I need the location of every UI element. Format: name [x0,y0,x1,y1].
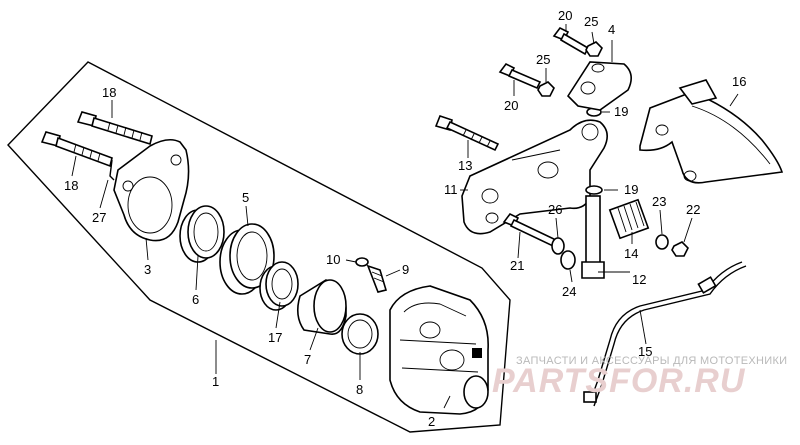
callout-3: 3 [144,262,151,277]
callout-18-lower: 18 [64,178,78,193]
watermark-tagline: ЗАПЧАСТИ И АКСЕССУАРЫ ДЛЯ МОТОТЕХНИКИ [516,355,787,367]
callout-14: 14 [624,246,638,261]
callout-20-top: 20 [558,8,572,23]
watermark-brand: PARTSFOR.RU [492,362,746,400]
part-15-brake-line [583,261,747,407]
part-11-bracket [461,119,608,235]
callout-19-upper: 19 [614,104,628,119]
callout-25-left: 25 [536,52,550,67]
part-4-bracket [566,61,632,111]
callout-10: 10 [326,252,340,267]
part-24-washer [560,250,576,270]
part-6-retainer [179,205,225,263]
watermark: ЗАПЧАСТИ И АКСЕССУАРЫ ДЛЯ МОТОТЕХНИКИ PA… [492,355,787,400]
callout-13: 13 [458,158,472,173]
callout-20-left: 20 [504,98,518,113]
part-19-washer-lower [585,185,603,195]
part-8-seal [341,313,379,355]
part-12-pin [581,195,605,279]
part-13-bolt [434,115,500,152]
callout-19-lower: 19 [624,182,638,197]
part-9-bleeder [366,264,388,293]
part-21-bolt [502,212,558,248]
part-18-bolt-upper [76,111,153,146]
callout-2: 2 [428,414,435,429]
callout-7: 7 [304,352,311,367]
part-23-washer [655,234,669,250]
part-17-ring [259,261,299,311]
callout-4: 4 [608,22,615,37]
callout-12: 12 [632,272,646,287]
part-27-pin [109,159,115,181]
part-18-bolt-lower [40,131,113,168]
part-22-nut [671,241,689,257]
callout-18-upper: 18 [102,85,116,100]
part-20-bolt-left [498,62,542,90]
part-14-spring [608,198,650,240]
part-25-nut-top [585,41,603,57]
part-25-nut-left [537,81,555,97]
callout-6: 6 [192,292,199,307]
callout-24: 24 [562,284,576,299]
callout-1: 1 [212,374,219,389]
callout-labels: 18 18 27 3 6 5 17 7 8 10 9 1 2 11 13 19 … [64,8,746,429]
part-26-washer [551,237,565,255]
part-10-cap [355,257,369,267]
callout-9: 9 [402,262,409,277]
callout-25-top: 25 [584,14,598,29]
part-5-seal [219,223,275,295]
callout-27: 27 [92,210,106,225]
callout-22: 22 [686,202,700,217]
callout-17: 17 [268,330,282,345]
callout-15: 15 [638,344,652,359]
callout-21: 21 [510,258,524,273]
part-16-guard [639,79,784,184]
part-3-pad-plate [113,138,190,242]
callout-8: 8 [356,382,363,397]
part-2-caliper-body [389,285,489,415]
callout-16: 16 [732,74,746,89]
part-20-bolt-top [552,26,590,56]
assembly-outline [7,61,511,433]
callout-26: 26 [548,202,562,217]
part-7-piston [296,279,347,335]
callout-11: 11 [444,182,458,197]
leader-lines [71,24,739,409]
callout-5: 5 [242,190,249,205]
callout-23: 23 [652,194,666,209]
